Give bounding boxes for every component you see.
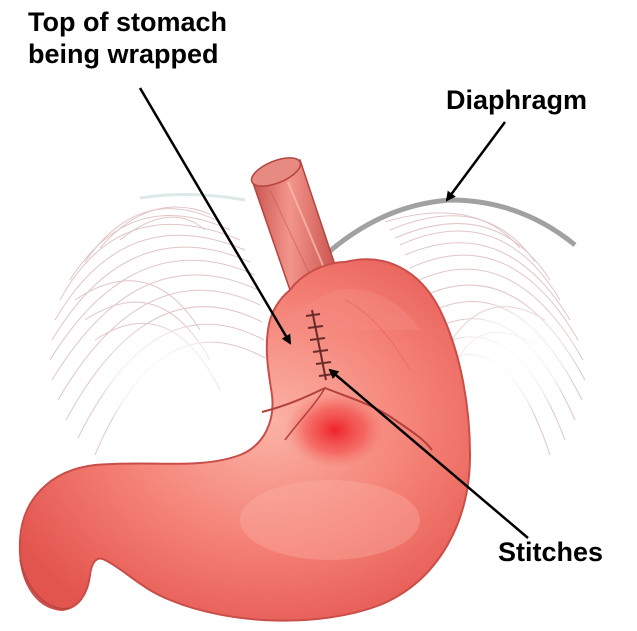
label-diaphragm: Diaphragm bbox=[446, 84, 587, 116]
diaphragm-edge-left bbox=[140, 194, 245, 200]
label-top-of-stomach-line1: Top of stomach bbox=[28, 6, 227, 38]
diaphragm-highlight-left bbox=[95, 320, 235, 440]
label-top-of-stomach: Top of stomach being wrapped bbox=[28, 6, 227, 70]
label-top-of-stomach-line2: being wrapped bbox=[28, 38, 227, 70]
arrow-diaphragm bbox=[447, 122, 505, 200]
diaphragm-edge-right bbox=[322, 200, 575, 258]
label-stitches: Stitches bbox=[498, 536, 603, 568]
stomach bbox=[20, 259, 470, 620]
